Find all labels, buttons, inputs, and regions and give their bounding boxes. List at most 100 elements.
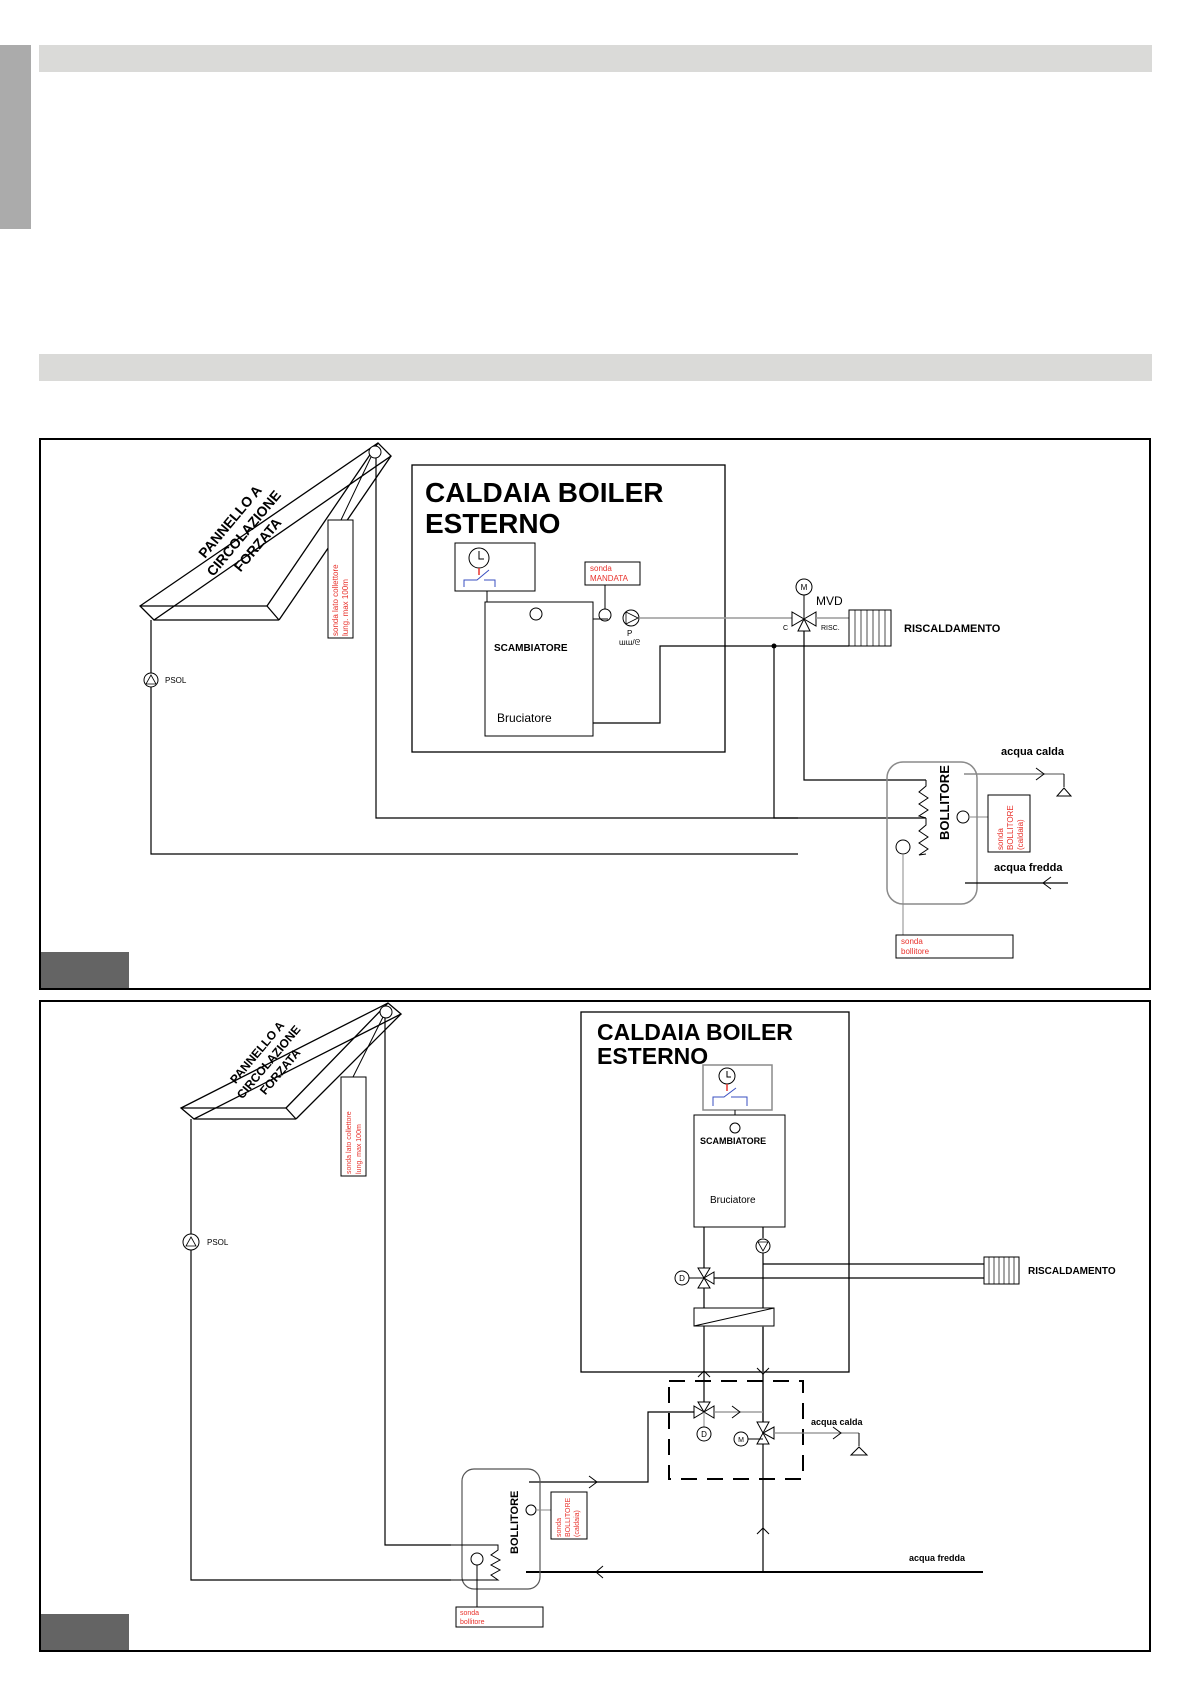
tank-boiler-probe-sensor-icon (525, 1504, 537, 1516)
collector-probe-label: lung. max 100m (341, 579, 350, 636)
diagram-2-svg: PANNELLO A CIRCOLAZIONE FORZATA sonda la… (179, 1002, 1116, 1628)
flow-probe-label: MANDATA (590, 574, 629, 583)
flow-probe-box (584, 561, 641, 586)
pump-label: P (627, 629, 632, 638)
mixer-label: M (738, 1437, 744, 1444)
panel-label-2: PANNELLO A CIRCOLAZIONE FORZATA (227, 1018, 303, 1101)
side-tab (0, 45, 31, 229)
tank-boiler-probe-label: sonda (556, 1518, 563, 1537)
upper-coil-icon (917, 780, 929, 819)
solar-panel-2 (179, 1002, 403, 1120)
solar-pump-2: PSOL (182, 1233, 229, 1251)
burner-label: Bruciatore (497, 711, 552, 725)
radiator-icon-2 (983, 1256, 1020, 1285)
motorized-diverter-valve: M MVD C RISC. (783, 578, 843, 632)
coil-icon (451, 1544, 502, 1581)
dhw-kit-outline (668, 1380, 804, 1480)
boiler-enclosure-1 (411, 464, 726, 753)
collector-probe-label: sonda lato collettore (331, 564, 340, 636)
boiler-title: ESTERNO (597, 1043, 708, 1069)
tank-coil-pipes-1 (773, 631, 926, 819)
mixing-valve: M (733, 1421, 775, 1447)
tank-boiler-probe-label: BOLLITORE (1006, 805, 1015, 850)
tank-boiler-probe-label: BOLLITORE (565, 1498, 572, 1537)
tank-probe-box (895, 934, 1014, 959)
flow-arrow-icon (756, 1527, 770, 1535)
boiler-title: CALDAIA BOILER (597, 1019, 793, 1045)
valve-port-c-label: C (783, 625, 788, 632)
exchanger-label: SCAMBIATORE (700, 1136, 766, 1146)
tank-probe-sensor-icon (470, 1552, 484, 1566)
tank-probe-label: bollitore (901, 947, 930, 956)
flow-probe-sensor-icon (598, 608, 612, 622)
tank-boiler-probe-box (550, 1491, 588, 1540)
heating-label: RISCALDAMENTO (904, 623, 1001, 635)
solar-loop-pipes-1 (150, 458, 798, 855)
collector-probe-sensor-icon (368, 445, 382, 459)
tank-probe-label: bollitore (460, 1619, 485, 1626)
figure-tag-1 (41, 952, 129, 988)
flow-arrow-icon (731, 1405, 741, 1419)
tank-boiler-probe-sensor-icon (956, 810, 970, 824)
radiator-icon-1 (848, 609, 892, 647)
flow-arrow-icon (595, 1565, 604, 1579)
circulator-pump-icon (622, 609, 640, 627)
diverter-valve-2: D (693, 1401, 715, 1442)
diagram-1-svg: PANNELLO A CIRCOLAZIONE FORZATA sonda la… (138, 442, 1073, 959)
diverter-label: D (679, 1274, 685, 1283)
valve-motor-label: M (801, 583, 808, 592)
exchanger-box-2 (693, 1114, 786, 1228)
tank-label: BOLLITORE (509, 1491, 521, 1554)
diverter-actuator-icon (696, 1426, 712, 1442)
section-header-bar-1 (39, 45, 1152, 72)
exchanger-sensor-icon (729, 1122, 741, 1134)
tank-boiler-probe-box (987, 794, 1031, 853)
tank-boiler-probe-label: (caldaia) (1016, 819, 1025, 850)
boiler-title: CALDAIA BOILER (425, 477, 664, 508)
tank-1 (886, 761, 978, 905)
collector-probe-sensor-icon (379, 1005, 393, 1019)
tank-label: BOLLITORE (937, 765, 952, 840)
solar-loop-pipes-2 (190, 1018, 451, 1581)
pump-icon (143, 672, 159, 688)
diagram-1-frame: PANNELLO A CIRCOLAZIONE FORZATA sonda la… (39, 438, 1151, 990)
collector-probe-lead (340, 456, 372, 521)
tank-2 (461, 1468, 541, 1590)
flow-arrow-icon (697, 1370, 711, 1378)
collector-probe-label: lung. max 100m (356, 1124, 363, 1174)
tank-probe-label: sonda (901, 937, 923, 946)
diverter-label: D (701, 1430, 707, 1439)
solar-pump-1: PSOL (143, 672, 187, 688)
boiler-title: ESTERNO (425, 508, 560, 539)
figure-tag-2 (41, 1614, 129, 1650)
diverter-valve-1: D (674, 1267, 715, 1289)
pump-speed-symbol: ɯɯ/ᘓ (619, 638, 641, 647)
hot-water-label: acqua calda (1001, 746, 1065, 758)
flow-arrow-icon (1042, 876, 1052, 890)
cold-water-label: acqua fredda (909, 1553, 966, 1563)
valve-port-risc-label: RISC. (821, 625, 840, 632)
tank-probe-sensor-icon (895, 839, 911, 855)
exchanger-box-1 (484, 601, 594, 737)
burner-label: Bruciatore (710, 1195, 756, 1206)
timer-switch-1 (454, 542, 536, 603)
diagram-2-frame: PANNELLO A CIRCOLAZIONE FORZATA sonda la… (39, 1000, 1151, 1652)
timer-switch-2 (702, 1064, 773, 1125)
panel-label-1: PANNELLO A CIRCOLAZIONE FORZATA (195, 482, 284, 579)
flow-arrow-icon (588, 1475, 598, 1489)
section-header-bar-2 (39, 354, 1152, 381)
boiler-enclosure-2 (580, 1011, 850, 1373)
tank-probe-box (455, 1606, 544, 1628)
heating-label: RISCALDAMENTO (1028, 1266, 1116, 1277)
shower-icon (1055, 787, 1073, 797)
flow-arrow-icon (1035, 767, 1045, 781)
exchanger-sensor-icon (529, 607, 543, 621)
lower-coil-icon (918, 818, 929, 856)
tank-probe-label: sonda (460, 1610, 479, 1617)
tank-boiler-probe-label: (caldaia) (574, 1510, 581, 1537)
return-pipe (593, 645, 771, 724)
exchanger-label: SCAMBIATORE (494, 643, 568, 654)
tank-boiler-probe-label: sonda (996, 828, 1005, 850)
shower-icon (849, 1446, 869, 1456)
flow-probe-label: sonda (590, 564, 612, 573)
